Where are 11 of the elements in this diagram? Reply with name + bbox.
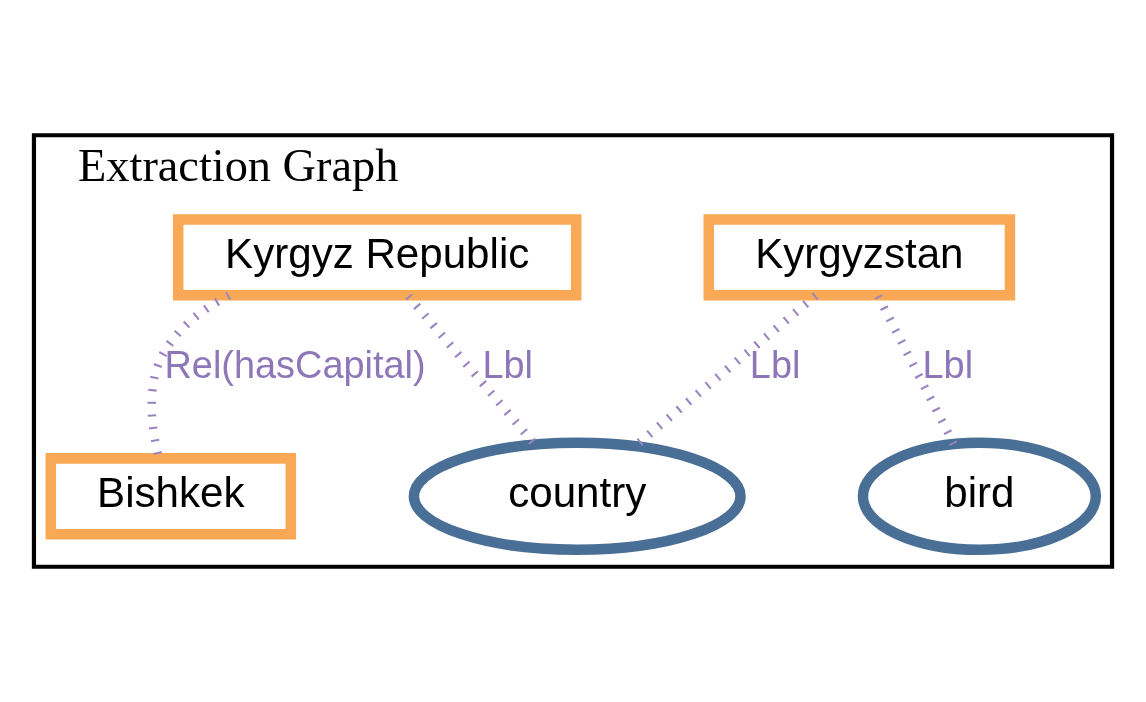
edge-label: Lbl	[922, 344, 974, 387]
edge-label: Lbl	[482, 344, 534, 387]
node-ellipse: bird	[857, 437, 1102, 556]
connector	[405, 293, 538, 447]
edge-label: Rel(hasCapital)	[164, 344, 426, 387]
node-ellipse: country	[408, 437, 746, 556]
edge-label: Lbl	[749, 344, 801, 387]
node-box: Kyrgyzstan	[703, 214, 1016, 301]
connector	[874, 294, 958, 446]
node-box: Bishkek	[45, 453, 297, 540]
node-box: Kyrgyz Republic	[172, 214, 582, 301]
